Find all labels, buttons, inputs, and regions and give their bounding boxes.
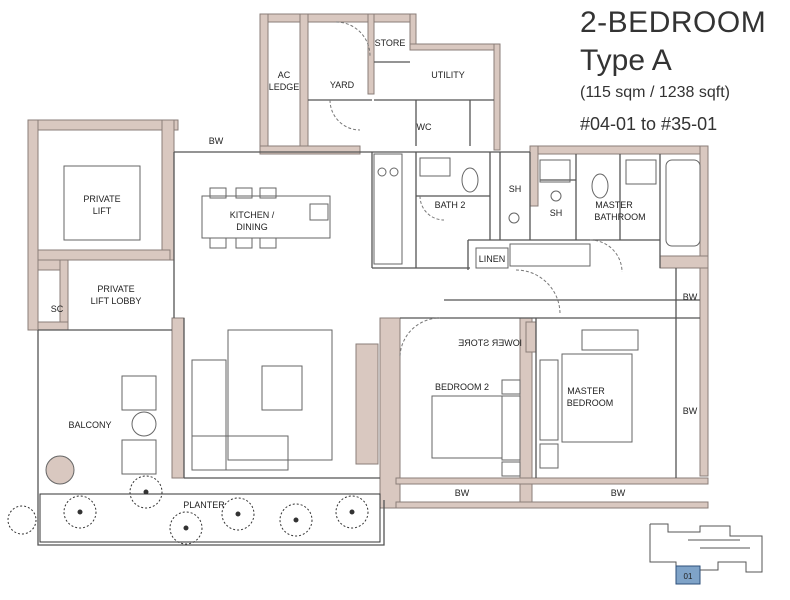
label-master-bath-2: BATHROOM xyxy=(594,212,645,222)
label-lift-lobby-1: PRIVATE xyxy=(97,284,134,294)
label-bw-bed2: BW xyxy=(455,488,470,498)
label-kitchen-2: DINING xyxy=(236,222,268,232)
label-store: STORE xyxy=(375,38,406,48)
label-master-bed-1: MASTER xyxy=(567,386,605,396)
label-sh-master: SH xyxy=(550,208,563,218)
label-ac-ledge-1: AC xyxy=(278,70,291,80)
label-sc: SC xyxy=(51,304,64,314)
label-planter: PLANTER xyxy=(183,500,225,510)
plan-title: 2-BEDROOM xyxy=(580,6,767,39)
label-bath2: BATH 2 xyxy=(435,200,466,210)
label-utility: UTILITY xyxy=(431,70,465,80)
kitchen-sink xyxy=(309,203,329,221)
wardrobe xyxy=(509,243,591,267)
label-bw-top: BW xyxy=(209,136,224,146)
room-labels: AC LEDGE YARD STORE UTILITY WC BW PRIVAT… xyxy=(51,38,698,510)
label-lift-lobby-2: LIFT LOBBY xyxy=(91,296,142,306)
plan-lines xyxy=(37,61,700,546)
bathtub xyxy=(665,159,701,247)
private-lift-car xyxy=(63,165,141,241)
key-plan-unit-highlight xyxy=(675,565,701,585)
plan-units: #04-01 to #35-01 xyxy=(580,114,718,134)
label-master-bed-2: BEDROOM xyxy=(567,398,614,408)
kitchen-counter xyxy=(373,153,403,265)
walls xyxy=(27,13,709,509)
sofa xyxy=(191,359,227,471)
key-plan-unit-label: 01 xyxy=(684,572,693,581)
key-plan: 01 xyxy=(649,523,763,585)
label-wardrobe-mirror: ƎЯOTƧ ЯƎWOl xyxy=(458,338,522,348)
rug xyxy=(227,329,333,461)
label-bedroom2: BEDROOM 2 xyxy=(435,382,489,392)
furniture xyxy=(45,153,701,485)
label-sh-bath2: SH xyxy=(509,184,522,194)
door-swings xyxy=(329,21,623,357)
label-wc: WC xyxy=(417,122,432,132)
label-bw-master: BW xyxy=(611,488,626,498)
label-bw-right-1: BW xyxy=(683,292,698,302)
label-private-lift-2: LIFT xyxy=(93,206,112,216)
planter-shrubs xyxy=(7,475,381,545)
master-bed xyxy=(561,353,633,443)
plan-area: (115 sqm / 1238 sqft) xyxy=(580,84,730,101)
plan-type: Type A xyxy=(580,44,672,77)
label-master-bath-1: MASTER xyxy=(595,200,633,210)
label-bw-right-2: BW xyxy=(683,406,698,416)
label-private-lift-1: PRIVATE xyxy=(83,194,120,204)
label-linen: LINEN xyxy=(479,254,506,264)
label-kitchen-1: KITCHEN / xyxy=(230,210,275,220)
coffee-table xyxy=(261,365,303,411)
label-ac-ledge-2: LEDGE xyxy=(269,82,300,92)
label-balcony: BALCONY xyxy=(68,420,111,430)
label-yard: YARD xyxy=(330,80,355,90)
bed-2 xyxy=(431,395,503,459)
